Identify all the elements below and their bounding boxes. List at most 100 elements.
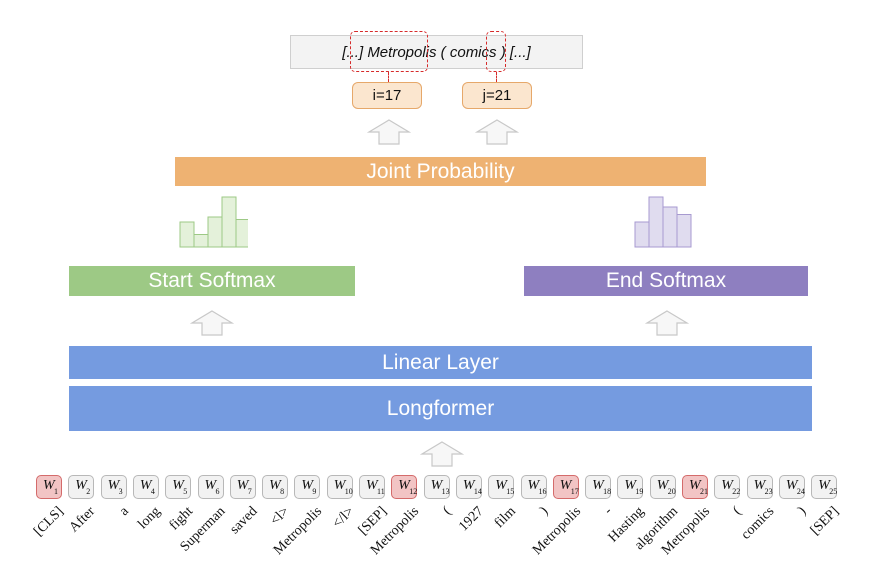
linear-layer: Linear Layer bbox=[69, 346, 812, 379]
token-word: ) bbox=[795, 504, 810, 518]
token-index: 9 bbox=[312, 487, 317, 496]
start-index-box: i=17 bbox=[352, 82, 422, 109]
up-arrow-icon bbox=[190, 310, 234, 336]
context-start-word: Metropolis bbox=[367, 43, 437, 61]
token-symbol: W bbox=[43, 478, 55, 493]
token-symbol: W bbox=[721, 478, 733, 493]
token-index: 3 bbox=[118, 487, 123, 496]
context-text-box: [...] Metropolis ( comics ) [...] bbox=[290, 35, 583, 69]
token-index: 5 bbox=[183, 487, 188, 496]
end-index-box: j=21 bbox=[462, 82, 532, 109]
context-suffix: [...] bbox=[505, 43, 531, 61]
token-index: 8 bbox=[280, 487, 285, 496]
token-symbol: W bbox=[107, 478, 120, 493]
token-index: 4 bbox=[150, 487, 155, 496]
token-index: 13 bbox=[441, 487, 450, 496]
up-arrow-icon bbox=[420, 441, 464, 467]
token-word: film bbox=[492, 504, 520, 532]
token-word: ( bbox=[730, 504, 745, 518]
token-word: </l> bbox=[329, 504, 357, 532]
token-symbol: W bbox=[624, 478, 637, 493]
end-connector-line bbox=[496, 72, 497, 82]
token-symbol: W bbox=[301, 478, 314, 493]
up-arrow-icon bbox=[475, 119, 519, 145]
token-symbol: W bbox=[333, 478, 346, 493]
token-symbol: W bbox=[366, 478, 378, 493]
token-symbol: W bbox=[753, 478, 766, 493]
token-word: a bbox=[116, 504, 132, 520]
end-probability-histogram bbox=[634, 196, 692, 248]
end-softmax-layer: End Softmax bbox=[524, 266, 808, 296]
token-word: ( bbox=[439, 504, 454, 518]
token-symbol: W bbox=[818, 478, 830, 493]
token-index: 11 bbox=[377, 487, 385, 496]
token-index: 1 bbox=[54, 487, 58, 496]
token-word: [CLS] bbox=[31, 504, 67, 540]
token-symbol: W bbox=[527, 478, 540, 493]
token-symbol: W bbox=[398, 478, 410, 493]
up-arrow-icon bbox=[367, 119, 411, 145]
token-symbol: W bbox=[495, 478, 507, 493]
token-index: 15 bbox=[506, 487, 515, 496]
context-end-token: ) bbox=[500, 43, 506, 61]
histogram-bar bbox=[193, 234, 209, 248]
token-symbol: W bbox=[462, 478, 475, 493]
token-symbol: W bbox=[139, 478, 152, 493]
token-symbol: W bbox=[172, 478, 184, 493]
token-index: 12 bbox=[409, 487, 418, 496]
token-index: 24 bbox=[796, 487, 805, 496]
histogram-bar bbox=[235, 219, 248, 248]
token-index: 14 bbox=[473, 487, 482, 496]
histogram-bar bbox=[221, 196, 237, 248]
token-symbol: W bbox=[592, 478, 604, 493]
histogram-bar bbox=[648, 196, 664, 248]
histogram-bar bbox=[662, 206, 678, 248]
token-word: [SEP] bbox=[807, 504, 843, 539]
token-symbol: W bbox=[75, 478, 87, 493]
histogram-bar bbox=[676, 214, 692, 248]
context-prefix: [...] bbox=[342, 43, 368, 61]
token-word: Metropolis bbox=[529, 504, 584, 559]
token-word: long bbox=[135, 504, 164, 533]
token-word: 1927 bbox=[456, 504, 487, 535]
token-index: 16 bbox=[538, 487, 547, 496]
token-index: 25 bbox=[829, 487, 838, 496]
token-index: 10 bbox=[344, 487, 353, 496]
token-index: 23 bbox=[764, 487, 773, 496]
token-index: 6 bbox=[215, 487, 220, 496]
token-index: 17 bbox=[570, 487, 579, 496]
start-probability-histogram bbox=[179, 196, 248, 248]
token-index: 19 bbox=[635, 487, 644, 496]
token-word: After bbox=[66, 504, 99, 536]
joint-probability-layer: Joint Probability bbox=[175, 157, 706, 186]
token-symbol: W bbox=[689, 478, 701, 493]
token-word: saved bbox=[227, 504, 261, 538]
token-symbol: W bbox=[559, 478, 572, 493]
token-index: 20 bbox=[667, 487, 676, 496]
end-span-highlight bbox=[486, 31, 506, 72]
token-word: ) bbox=[536, 504, 551, 518]
histogram-bar bbox=[634, 221, 650, 248]
